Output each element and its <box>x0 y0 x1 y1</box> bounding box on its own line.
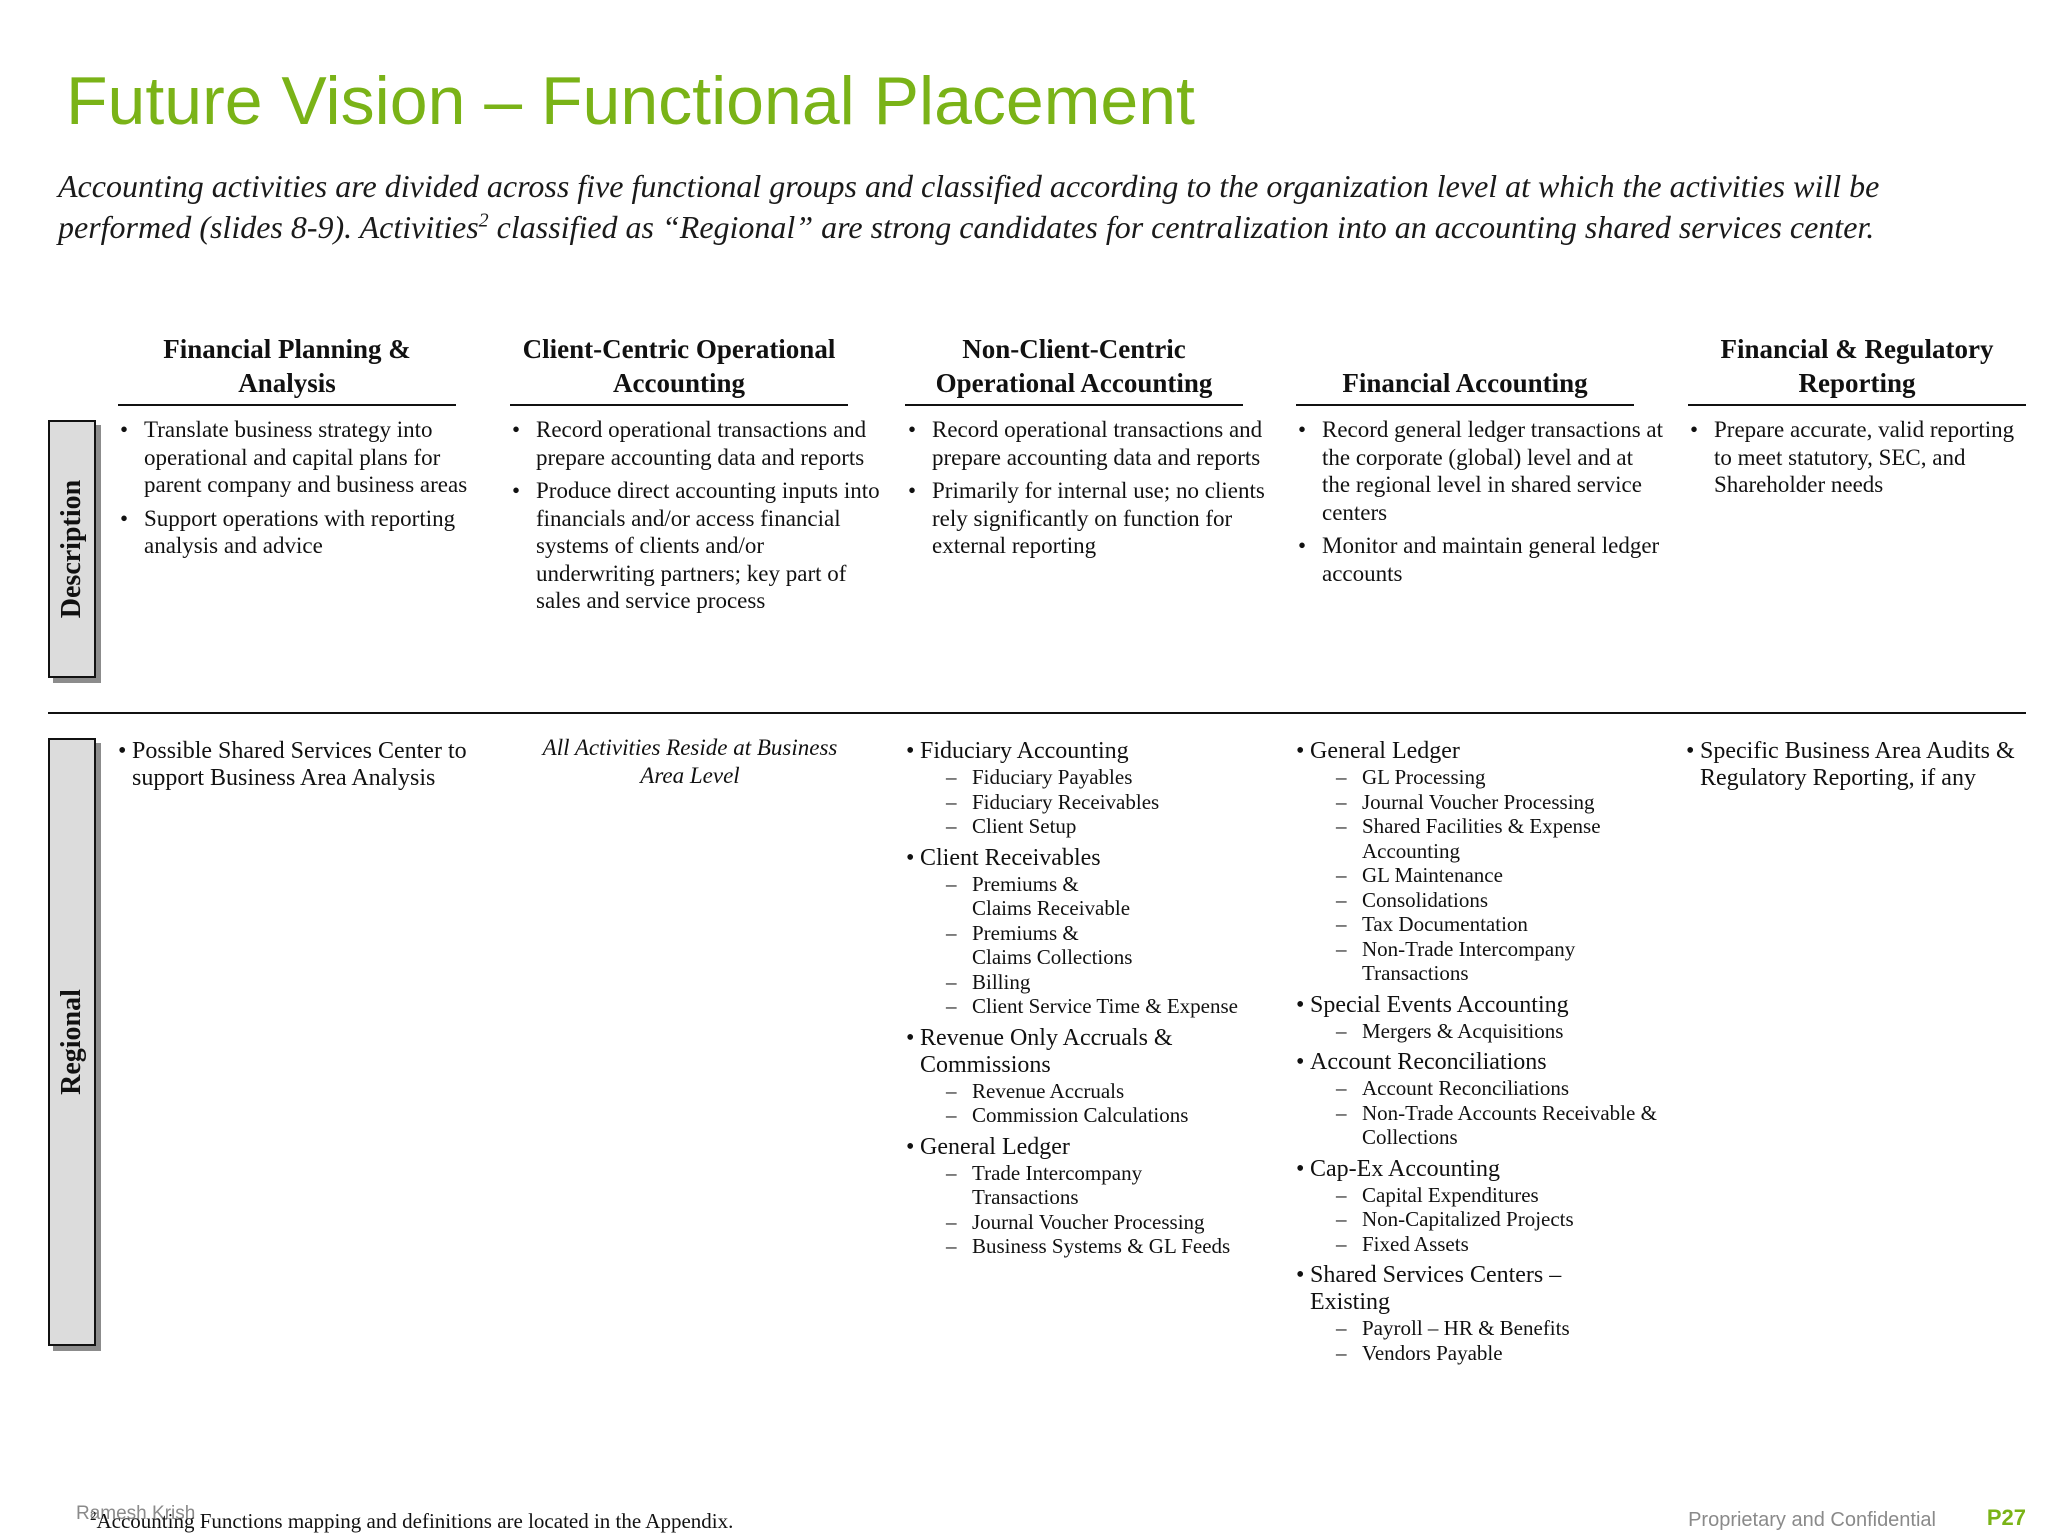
regional-subitem: Billing <box>906 970 1138 995</box>
regional-item: Specific Business Area Audits & Regulato… <box>1686 738 2042 792</box>
subtitle-footnote-marker: 2 <box>478 209 489 232</box>
footnote: 2Accounting Functions mapping and defini… <box>90 1508 733 1534</box>
description-cell-col1: Translate business strategy into operati… <box>118 416 468 566</box>
regional-subitem: Journal Voucher Processing <box>1296 790 1656 815</box>
regional-item: Account Reconciliations <box>1296 1049 1686 1076</box>
column-header-regulatory-reporting: Financial & Regulatory Reporting <box>1688 324 2026 406</box>
regional-subitem: Mergers & Acquisitions <box>1296 1019 1686 1044</box>
list-item: Produce direct accounting inputs into fi… <box>510 477 884 615</box>
row-label-regional: Regional <box>48 738 96 1346</box>
regional-subitem: Non-Capitalized Projects <box>1296 1207 1686 1232</box>
footnote-marker: 2 <box>90 1508 97 1523</box>
column-header-client-centric: Client-Centric Operational Accounting <box>510 324 848 406</box>
regional-subitem: Shared Facilities & Expense Accounting <box>1296 814 1656 863</box>
confidential-label: Proprietary and Confidential <box>1688 1509 1936 1531</box>
regional-subitem: Non-Trade Accounts Receivable & Collecti… <box>1296 1101 1676 1150</box>
list-item: Translate business strategy into operati… <box>118 416 468 499</box>
footnote-text: Accounting Functions mapping and definit… <box>96 1509 734 1533</box>
regional-subitem: Premiums & Claims Collections <box>906 921 1138 970</box>
regional-item: Cap-Ex Accounting <box>1296 1156 1686 1183</box>
regional-item: Special Events Accounting <box>1296 992 1686 1019</box>
regional-subitem: Fiduciary Payables <box>906 765 1296 790</box>
regional-subitem: Tax Documentation <box>1296 912 1656 937</box>
regional-cell-col1: Possible Shared Services Center to suppo… <box>118 732 488 792</box>
list-item: Monitor and maintain general ledger acco… <box>1296 532 1666 587</box>
subtitle-text-part2: classified as “Regional” are strong cand… <box>488 209 1875 245</box>
description-cell-col5: Prepare accurate, valid reporting to mee… <box>1688 416 2028 505</box>
regional-subitem: Trade Intercompany Transactions <box>906 1161 1212 1210</box>
regional-subitem: Commission Calculations <box>906 1103 1296 1128</box>
column-header-financial-planning: Financial Planning & Analysis <box>118 324 456 406</box>
regional-note: All Activities Reside at Business Area L… <box>542 735 838 788</box>
list-item: Record general ledger transactions at th… <box>1296 416 1666 526</box>
regional-subitem: Capital Expenditures <box>1296 1183 1686 1208</box>
regional-item: Fiduciary Accounting <box>906 738 1296 765</box>
regional-subitem: Vendors Payable <box>1296 1341 1686 1366</box>
regional-item: Possible Shared Services Center to suppo… <box>118 738 488 792</box>
regional-cell-col4: General Ledger GL Processing Journal Vou… <box>1296 732 1686 1369</box>
regional-cell-col2: All Activities Reside at Business Area L… <box>540 734 840 789</box>
description-cell-col4: Record general ledger transactions at th… <box>1296 416 1666 593</box>
list-item: Prepare accurate, valid reporting to mee… <box>1688 416 2028 499</box>
regional-cell-col3: Fiduciary Accounting Fiduciary Payables … <box>906 732 1296 1263</box>
regional-subitem: Client Service Time & Expense <box>906 994 1372 1019</box>
column-header-financial-accounting: Financial Accounting <box>1296 324 1634 406</box>
regional-subitem: Fiduciary Receivables <box>906 790 1296 815</box>
regional-item: Client Receivables <box>906 845 1296 872</box>
regional-subitem: Payroll – HR & Benefits <box>1296 1316 1686 1341</box>
regional-subitem: Client Setup <box>906 814 1296 839</box>
regional-subitem: Account Reconciliations <box>1296 1076 1676 1101</box>
subtitle-text-part1: Accounting activities are divided across… <box>58 168 1880 245</box>
row-label-regional-text: Regional <box>56 989 87 1095</box>
description-cell-col3: Record operational transactions and prep… <box>906 416 1266 566</box>
regional-item: Revenue Only Accruals & Commissions <box>906 1025 1220 1079</box>
regional-subitem: Business Systems & GL Feeds <box>906 1234 1236 1259</box>
slide-subtitle: Accounting activities are divided across… <box>58 166 2018 248</box>
description-cell-col2: Record operational transactions and prep… <box>510 416 884 621</box>
regional-subitem: GL Maintenance <box>1296 863 1656 888</box>
page-number: P27 <box>1986 1505 2026 1530</box>
author-name: Ramesh Krish <box>76 1503 196 1524</box>
row-label-description: Description <box>48 420 96 678</box>
regional-subitem: Journal Voucher Processing <box>906 1210 1236 1235</box>
row-label-description-text: Description <box>56 479 87 619</box>
regional-cell-col5: Specific Business Area Audits & Regulato… <box>1686 732 2042 792</box>
regional-subitem: GL Processing <box>1296 765 1656 790</box>
list-item: Primarily for internal use; no clients r… <box>906 477 1266 560</box>
regional-item: General Ledger <box>1296 738 1686 765</box>
list-item: Support operations with reporting analys… <box>118 505 468 560</box>
regional-item: Shared Services Centers – Existing <box>1296 1262 1600 1316</box>
row-divider <box>48 712 2026 714</box>
regional-subitem: Consolidations <box>1296 888 1656 913</box>
slide-title: Future Vision – Functional Placement <box>66 63 1195 139</box>
column-header-non-client-centric: Non-Client-Centric Operational Accountin… <box>905 324 1243 406</box>
regional-subitem: Fixed Assets <box>1296 1232 1686 1257</box>
regional-subitem: Revenue Accruals <box>906 1079 1296 1104</box>
list-item: Record operational transactions and prep… <box>510 416 884 471</box>
regional-item: General Ledger <box>906 1134 1296 1161</box>
list-item: Record operational transactions and prep… <box>906 416 1266 471</box>
regional-subitem: Non-Trade Intercompany Transactions <box>1296 937 1622 986</box>
regional-subitem: Premiums & Claims Receivable <box>906 872 1138 921</box>
